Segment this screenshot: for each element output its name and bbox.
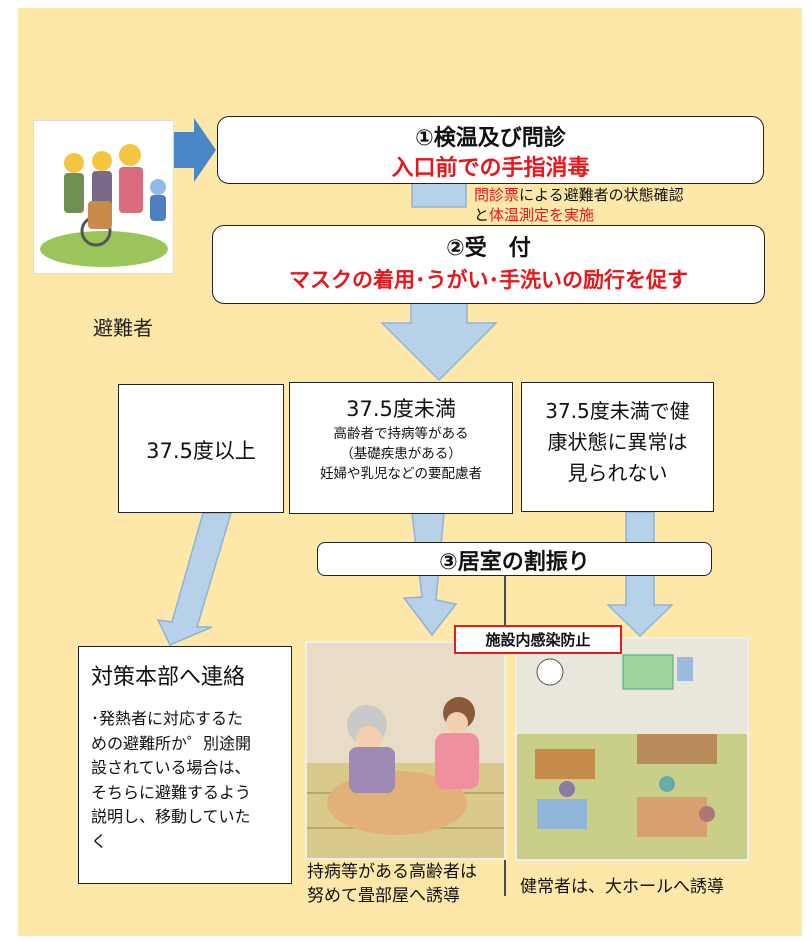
hall-caption: 健常者は、大ホールへ誘導 (520, 877, 724, 897)
note1-line1: 問診票による避難者の状態確認 (474, 184, 684, 205)
branch-vulnerable-line: 妊婦や乳児などの要配慮者 (320, 466, 482, 482)
headquarters-line: 説明し、移動していた (91, 807, 251, 826)
tatami-caption-line: 努めて畳部屋へ誘導 (307, 886, 460, 906)
branch-vulnerable-box (289, 382, 513, 514)
note1-red2: 体温測定を実施 (489, 206, 595, 224)
entry-arrow (172, 118, 216, 182)
evacuees-label: 避難者 (93, 316, 153, 340)
headquarters-line: ･発熱者に対応するた (91, 709, 244, 728)
branch-high-temp-label: 37.5度以上 (146, 439, 256, 463)
note1-black2: と (474, 206, 490, 224)
step2-title: ②受 付 (446, 236, 531, 261)
step1-title: ①検温及び問診 (415, 126, 566, 151)
headquarters-line: 設されている場合は、 (91, 758, 251, 777)
step2-box (212, 225, 765, 304)
branch-healthy-line: 見られない (567, 461, 668, 485)
note1-red1: 問診票 (474, 186, 520, 204)
down-arrow-step2 (380, 302, 498, 382)
headquarters-line: く (91, 831, 108, 851)
branch-vulnerable-lines: 高齢者で持病等がある （基礎疾患がある） 妊婦や乳児などの要配慮者 (289, 424, 513, 484)
branch-vulnerable-heading: 37.5度未満 (346, 397, 456, 421)
branch-healthy-line: 37.5度未満で健 (545, 399, 690, 423)
branch-high-temp-box (118, 384, 284, 513)
tatami-caption-line: 持病等がある高齢者は (307, 862, 477, 882)
headquarters-line: そちらに避難するよう (91, 782, 252, 802)
step3-title: ③居室の割振り (439, 550, 590, 575)
tatami-caption: 持病等がある高齢者は 努めて畳部屋へ誘導 (307, 860, 477, 908)
branch-healthy-line: 康状態に異常は (547, 430, 688, 454)
hall-illustration (515, 637, 749, 861)
headquarters-lines: ･発熱者に対応するた めの避難所か゜別途開 設されている場合は、 そちらに避難す… (91, 707, 251, 854)
step3-box (317, 542, 712, 576)
headquarters-box (78, 646, 292, 884)
branch-vulnerable-line: （基礎疾患がある） (340, 446, 462, 462)
step1-box (217, 116, 764, 184)
headquarters-title: 対策本部へ連絡 (91, 665, 246, 690)
evacuees-illustration (33, 120, 174, 274)
infection-label: 施設内感染防止 (485, 631, 591, 649)
headquarters-line: めの避難所か゜別途開 (91, 733, 252, 753)
step2-subtitle: マスクの着用･うがい･手洗いの励行を促す (289, 268, 688, 292)
branch-healthy-lines: 37.5度未満で健 康状態に異常は 見られない (521, 396, 714, 489)
infection-label-box (454, 625, 622, 654)
arrow-high-temp-to-hq (156, 512, 233, 646)
tatami-room-illustration (305, 641, 506, 860)
note1-line2: と体温測定を実施 (474, 204, 594, 225)
branch-healthy-box (521, 382, 714, 512)
connector-step1-step2 (411, 182, 467, 208)
branch-vulnerable-line: 高齢者で持病等がある (333, 426, 469, 442)
step1-subtitle: 入口前での手指消毒 (391, 156, 590, 181)
note1-black1: による避難者の状態確認 (519, 186, 684, 204)
